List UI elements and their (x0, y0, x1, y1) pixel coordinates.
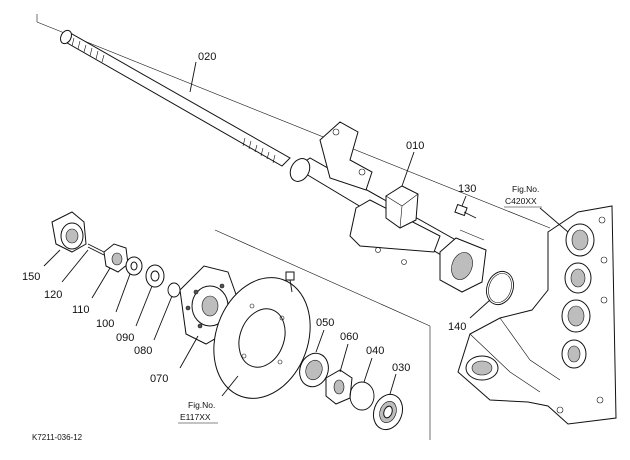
leader-c420xx (539, 207, 569, 233)
collar-060[interactable] (325, 369, 353, 405)
castle-nut-110[interactable] (103, 243, 129, 273)
part-number-labels: 020 010 130 140 150 120 110 100 090 080 … (22, 51, 476, 385)
o-ring-080[interactable] (167, 282, 181, 298)
bolt-small[interactable] (285, 271, 295, 293)
leader-110 (91, 267, 111, 299)
axle-shaft[interactable] (58, 28, 291, 167)
leader-140 (469, 299, 491, 319)
figure-ref-e117xx[interactable]: Fig.No. E117XX (178, 400, 218, 424)
leader-060 (339, 343, 349, 373)
label-110: 110 (72, 304, 90, 316)
washer-090[interactable] (145, 264, 165, 288)
bolt-130[interactable] (454, 203, 477, 219)
brake-disc[interactable] (198, 264, 327, 412)
figure-ref-e117xx-code: E117XX (180, 412, 211, 422)
label-080: 080 (134, 345, 152, 357)
snap-ring-040[interactable] (349, 381, 375, 411)
figure-ref-c420xx-label: Fig.No. (512, 184, 539, 194)
label-020: 020 (198, 51, 216, 63)
label-140: 140 (448, 321, 466, 333)
cap-150[interactable] (51, 211, 87, 253)
label-060: 060 (340, 331, 358, 343)
label-090: 090 (116, 332, 134, 344)
figure-ref-e117xx-label: Fig.No. (188, 400, 215, 410)
frame-lines (36, 14, 551, 440)
bearing-030[interactable] (369, 390, 408, 433)
leader-e117xx (221, 375, 239, 397)
label-010: 010 (406, 140, 424, 152)
figure-ref-c420xx[interactable]: Fig.No. C420XX (504, 184, 542, 208)
leader-100 (115, 273, 131, 313)
leader-150 (43, 249, 61, 267)
leader-020 (189, 61, 197, 93)
label-130: 130 (458, 183, 476, 195)
label-120: 120 (44, 289, 62, 301)
axle-housing[interactable] (286, 121, 487, 293)
leader-090 (135, 285, 153, 327)
seal-050[interactable] (295, 349, 333, 391)
label-150: 150 (22, 271, 40, 283)
leader-070 (179, 335, 199, 369)
leader-010 (401, 151, 415, 187)
o-ring-140[interactable] (482, 268, 518, 309)
label-070: 070 (150, 373, 168, 385)
transmission-case[interactable] (457, 205, 617, 425)
figure-ref-c420xx-code: C420XX (505, 196, 537, 206)
leader-120 (61, 249, 89, 283)
leader-080 (153, 295, 173, 341)
label-040: 040 (366, 345, 384, 357)
washer-100[interactable] (125, 256, 143, 276)
diagram-code: K7211-036-12 (32, 433, 83, 442)
label-030: 030 (392, 362, 410, 374)
cotter-pin-120[interactable] (87, 243, 105, 256)
leader-040 (363, 357, 373, 383)
leader-030 (389, 373, 397, 395)
label-100: 100 (96, 318, 114, 330)
label-050: 050 (316, 317, 334, 329)
leader-130 (461, 195, 467, 207)
leader-050 (315, 329, 325, 353)
